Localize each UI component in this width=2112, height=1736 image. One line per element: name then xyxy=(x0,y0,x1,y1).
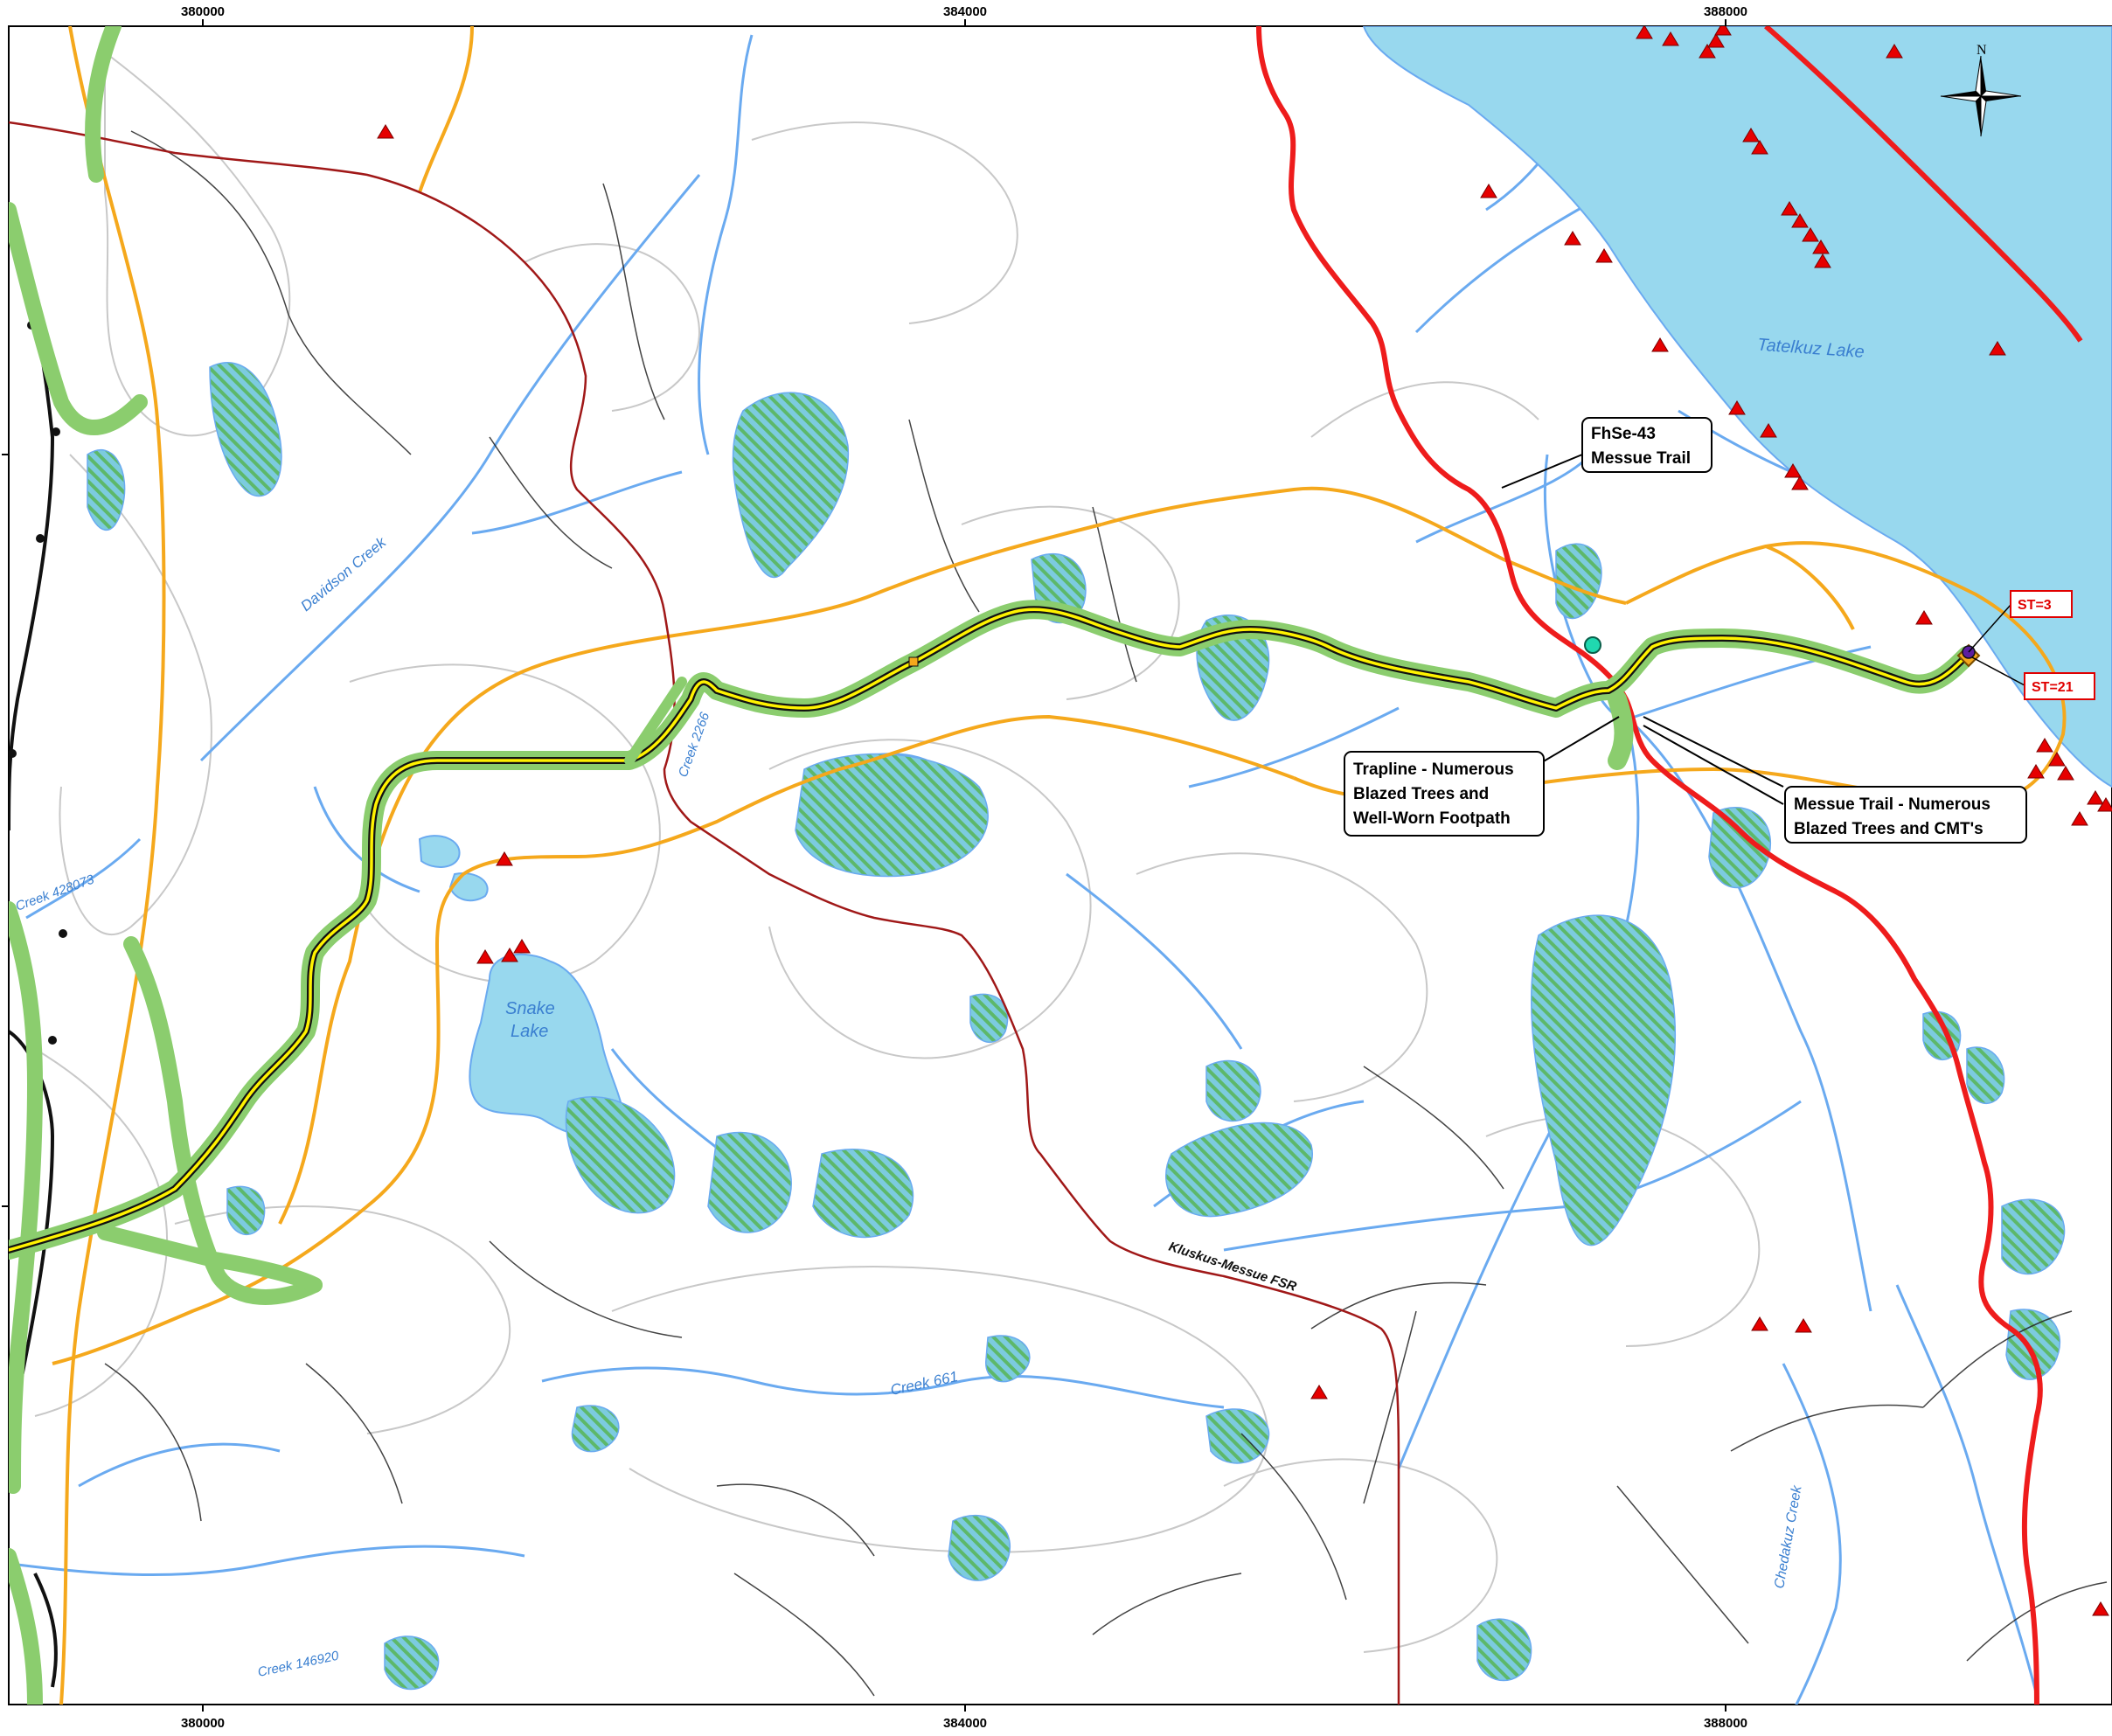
messue-heritage-trail xyxy=(1256,26,2043,1705)
site-triangle xyxy=(1989,341,2006,356)
bottom-tick-label-0: 380000 xyxy=(181,1716,225,1731)
site-triangle xyxy=(2071,811,2088,826)
site-triangle xyxy=(1791,476,1809,490)
site-triangle xyxy=(2027,764,2045,779)
north-arrow-icon xyxy=(1940,55,2022,137)
callout-trapline: Trapline - Numerous Blazed Trees and Wel… xyxy=(1344,716,1620,837)
site-triangle xyxy=(1751,1316,1768,1331)
site-triangle xyxy=(2057,766,2074,781)
callout-fhse43: FhSe-43 Messue Trail xyxy=(1501,417,1713,489)
callout-st21: ST=21 xyxy=(1971,656,2095,700)
site-triangle xyxy=(1781,201,1798,216)
site-triangle xyxy=(1795,1318,1812,1333)
site-triangle xyxy=(1636,26,1653,39)
top-tick-label-0: 380000 xyxy=(181,4,225,19)
top-tick-label-1: 384000 xyxy=(943,4,987,19)
site-triangle xyxy=(1760,423,1777,438)
site-triangle xyxy=(496,851,513,866)
site-triangle xyxy=(1791,213,1809,228)
snake-lake-label-line2: Lake xyxy=(511,1022,548,1041)
small-pond-west xyxy=(418,835,461,868)
buffer-lines xyxy=(52,26,2067,1705)
callout-messue-line2: Blazed Trees and CMT's xyxy=(1794,820,1983,838)
snake-lake-label-line1: Snake xyxy=(505,999,555,1018)
site-triangle xyxy=(1480,184,1497,198)
callout-messue: Messue Trail - Numerous Blazed Trees and… xyxy=(1643,716,2027,844)
callout-st3-text: ST=3 xyxy=(2018,598,2052,613)
site-triangle xyxy=(1714,26,1732,36)
site-triangle xyxy=(513,939,531,954)
proposed-route xyxy=(9,606,1970,1253)
site-triangle xyxy=(1662,31,1679,46)
site-triangle xyxy=(1812,240,1830,254)
callout-st3: ST=3 xyxy=(1968,590,2073,653)
bottom-tick-label-2: 388000 xyxy=(1704,1716,1747,1731)
wetlands xyxy=(87,362,2066,1691)
kluskus-messue-fsr xyxy=(9,121,1400,1705)
site-triangle xyxy=(501,948,518,962)
callout-trapline-line2: Blazed Trees and xyxy=(1353,785,1489,803)
fhse43-site-marker xyxy=(1584,636,1601,654)
site-triangle xyxy=(2048,752,2066,767)
site-triangle xyxy=(2092,1601,2109,1616)
site-triangle xyxy=(1595,248,1613,263)
site-triangle xyxy=(1310,1385,1328,1399)
contour-lines xyxy=(34,50,1761,1653)
site-triangle xyxy=(1814,253,1831,268)
site-triangle xyxy=(476,949,494,964)
site-triangle xyxy=(1784,463,1802,478)
site-triangle xyxy=(2036,738,2053,753)
site-triangle xyxy=(377,124,394,139)
site-triangle xyxy=(1728,400,1746,415)
site-triangle xyxy=(1651,337,1669,352)
callout-fhse43-line2: Messue Trail xyxy=(1591,449,1691,468)
callout-fhse43-line1: FhSe-43 xyxy=(1591,425,1656,443)
callout-trapline-line1: Trapline - Numerous xyxy=(1353,760,1514,779)
site-triangle xyxy=(1742,128,1760,142)
top-tick-label-2: 388000 xyxy=(1704,4,1747,19)
site-triangle xyxy=(1699,44,1716,59)
bottom-tick-label-1: 384000 xyxy=(943,1716,987,1731)
site-triangle xyxy=(1915,610,1933,625)
black-roads xyxy=(104,130,2108,1697)
archaeological-sites xyxy=(377,26,2112,1616)
callout-messue-line1: Messue Trail - Numerous xyxy=(1794,795,1990,814)
site-triangle xyxy=(1564,231,1581,246)
callout-st21-text: ST=21 xyxy=(2032,680,2074,695)
north-arrow-label: N xyxy=(1977,43,1987,58)
site-triangle xyxy=(1802,227,1819,242)
site-triangle xyxy=(2097,797,2112,812)
site-triangle xyxy=(2087,790,2104,805)
route-junction-marker xyxy=(908,656,919,667)
site-triangle xyxy=(1886,44,1903,59)
axis-ticks xyxy=(2,19,1726,1712)
site-triangle xyxy=(1707,33,1725,48)
red-trail-northeast xyxy=(1764,26,2083,343)
callout-trapline-line3: Well-Worn Footpath xyxy=(1353,809,1511,828)
site-triangle xyxy=(1751,140,1768,155)
